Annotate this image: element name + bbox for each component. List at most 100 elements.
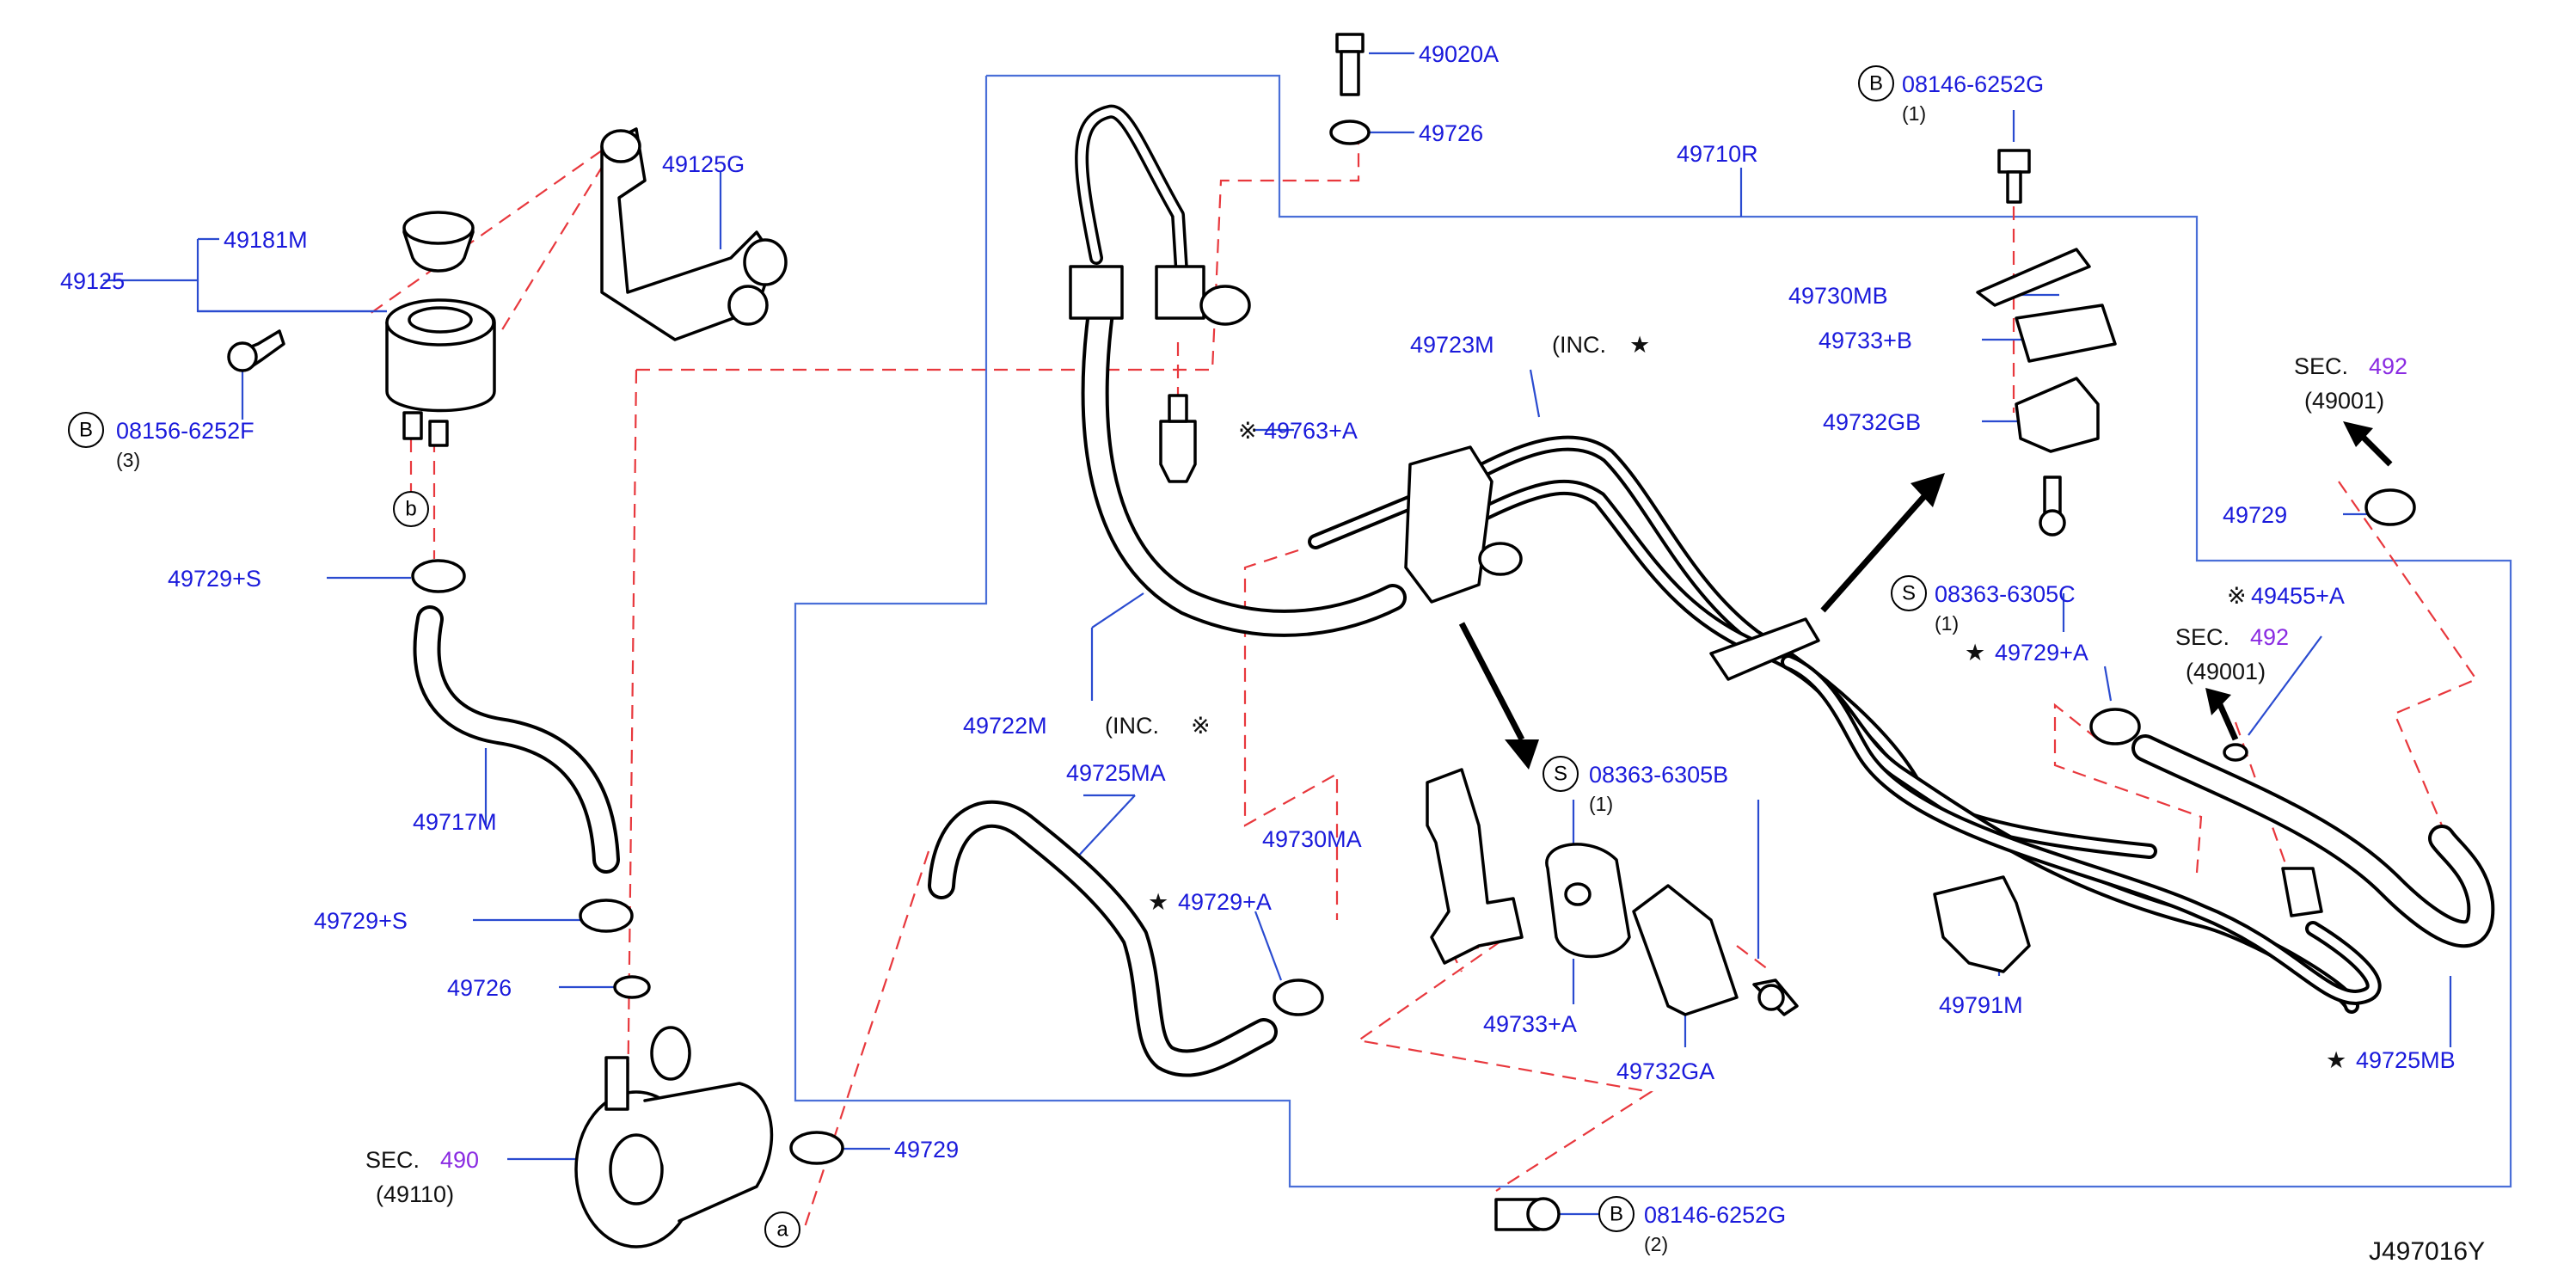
label-49729-right: 49729 (2223, 502, 2287, 528)
label-08156-qty: (3) (116, 449, 140, 471)
flower-symbol: ※ (1191, 713, 1211, 739)
star-symbol: ★ (2326, 1047, 2346, 1073)
clamp-49729A-right (2089, 708, 2141, 745)
bolt-08146-6252G-top (1997, 149, 2031, 204)
label-08363C-qty: (1) (1935, 612, 1959, 635)
reservoir-49125 (385, 298, 496, 447)
bolt-08146-6252G-right (1752, 978, 1799, 1016)
label-49732GA: 49732GA (1616, 1058, 1714, 1084)
bracket-49125G (600, 127, 788, 341)
label-49726-bottom: 49726 (447, 975, 512, 1001)
label-49125: 49125 (60, 268, 125, 294)
washer-49726-bottom (613, 975, 651, 999)
label-sec490-num: 490 (440, 1147, 479, 1173)
label-49725MA: 49725MA (1066, 760, 1166, 786)
star-symbol: ★ (1629, 332, 1650, 358)
clamp-49729S-bottom (579, 899, 634, 933)
assembly-frame (794, 74, 2512, 1188)
union-bolt-49763A (1159, 394, 1197, 483)
direction-arrows (1458, 421, 2393, 770)
label-sec490: SEC. (365, 1147, 420, 1173)
label-49732GB: 49732GB (1823, 409, 1921, 435)
hose-49722M (1069, 104, 1407, 637)
label-49730MA: 49730MA (1262, 826, 1362, 852)
label-08146-top-qty: (1) (1902, 102, 1926, 125)
callout-b-circle-bottom: B (1598, 1196, 1635, 1232)
label-sec-mid: SEC. (2175, 624, 2229, 650)
label-49733A: 49733+A (1483, 1011, 1577, 1037)
label-49729A-right: 49729+A (1995, 640, 2088, 666)
hose-49717M (413, 605, 620, 874)
pump-49110 (574, 1026, 774, 1248)
label-inc-flower: (INC. (1105, 713, 1159, 739)
label-49181M: 49181M (224, 227, 308, 253)
callout-letter: S (1554, 763, 1567, 786)
washer-49726-top (1329, 120, 1371, 145)
callout-s-circle-right: S (1891, 575, 1927, 611)
grommet-49733A (1545, 843, 1631, 959)
label-49717M: 49717M (413, 809, 497, 835)
callout-b-circle-top: B (1858, 65, 1894, 101)
diagram-code: J497016Y (2369, 1237, 2485, 1266)
clamp-49729A-left (1273, 978, 1324, 1016)
label-08156: 08156-6252F (116, 418, 255, 444)
label-49722M: 49722M (963, 713, 1047, 739)
bracket-49732GB (2015, 377, 2100, 453)
label-inc-star: (INC. (1552, 332, 1606, 358)
label-49726-top: 49726 (1419, 120, 1483, 146)
label-sec490-ref: (49110) (376, 1181, 454, 1207)
label-08363C: 08363-6305C (1935, 581, 2076, 607)
star-symbol: ★ (1148, 889, 1168, 915)
label-49763A: 49763+A (1264, 418, 1358, 444)
label-49125G: 49125G (662, 151, 745, 177)
callout-letter: B (1610, 1203, 1623, 1226)
hose-49725MA (928, 800, 1278, 1077)
fitting-49725MB (2281, 867, 2323, 917)
label-49729-bottom: 49729 (894, 1137, 959, 1163)
reservoir-cap-49181M (402, 211, 475, 273)
label-08146-top: 08146-6252G (1902, 71, 2044, 97)
label-08146-bottom: 08146-6252G (1644, 1202, 1786, 1228)
callout-b-circle-left: B (68, 412, 104, 448)
label-49725MB: 49725MB (2356, 1047, 2456, 1073)
callout-letter: B (1869, 72, 1883, 95)
callout-letter: S (1902, 582, 1916, 605)
label-sec-mid-num: 492 (2250, 624, 2289, 650)
part-labels: 49020A 49726 08146-6252G (1) 49710R 4912… (60, 41, 2485, 1266)
label-sec-top-ref: (49001) (2304, 388, 2384, 414)
grommet-49733B (2015, 304, 2117, 363)
label-49455A: 49455+A (2251, 583, 2345, 609)
clamp-49729-bottom (789, 1131, 844, 1165)
callout-s-circle-center: S (1543, 756, 1579, 792)
callout-letter: B (79, 419, 93, 442)
label-08363B: 08363-6305B (1589, 762, 1728, 788)
label-49729S-top: 49729+S (168, 566, 261, 592)
clamp-49729S-top (411, 559, 466, 593)
flower-symbol: ※ (1238, 418, 1258, 444)
label-49710R: 49710R (1677, 141, 1758, 167)
clamp-49730MA (1426, 768, 1524, 965)
callout-letter: a (776, 1218, 788, 1242)
label-49729S-bottom: 49729+S (314, 908, 408, 934)
bracket-49730MB (1976, 248, 2091, 307)
star-symbol: ★ (1965, 640, 1985, 666)
label-49733B: 49733+B (1819, 328, 1912, 353)
flower-symbol: ※ (2227, 583, 2247, 609)
bracket-49732GA (1632, 884, 1739, 1016)
label-49723M: 49723M (1410, 332, 1494, 358)
clamp-49791M (1933, 875, 2031, 973)
bolt-08363-6305C (2039, 475, 2066, 537)
callout-a-circle: a (764, 1212, 800, 1248)
label-49730MB: 49730MB (1788, 283, 1888, 309)
label-sec-top: SEC. (2294, 353, 2348, 379)
bolt-49020A (1335, 33, 1365, 96)
hose-49725MB (2131, 734, 2495, 948)
bolt-08146-6252G-bottom (1494, 1197, 1561, 1231)
clamp-49729-right (2364, 488, 2416, 526)
label-08146-bottom-qty: (2) (1644, 1233, 1668, 1255)
label-49020A: 49020A (1419, 41, 1499, 67)
callout-letter: b (405, 498, 416, 521)
label-sec-mid-ref: (49001) (2186, 659, 2266, 684)
